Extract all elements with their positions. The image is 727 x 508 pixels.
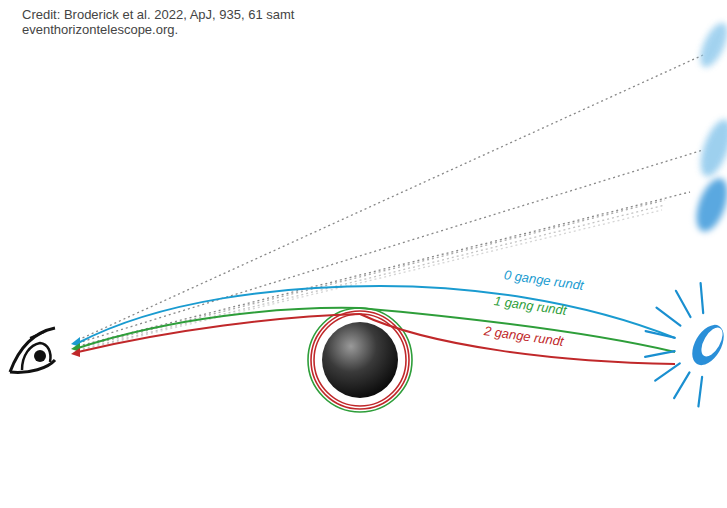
- black-hole: [322, 322, 398, 398]
- light-paths: [78, 286, 675, 364]
- light-source: [686, 319, 727, 370]
- ray: [698, 377, 702, 407]
- path-label: 1 gang rundt: [493, 294, 567, 319]
- photon-rings: [308, 308, 412, 412]
- ray: [676, 291, 691, 317]
- ray: [655, 363, 680, 380]
- eye: [10, 328, 55, 372]
- arrowheads: [71, 337, 80, 357]
- credit-note: Credit: Broderick et al. 2022, ApJ, 935,…: [22, 8, 322, 38]
- path-label: 0 gange rundt: [503, 268, 585, 294]
- sight-lines: [78, 55, 703, 351]
- ray: [646, 331, 675, 338]
- ray: [701, 283, 704, 313]
- ray: [657, 308, 681, 326]
- ray: [645, 351, 675, 357]
- path-label: 2 gange rundt: [483, 324, 565, 350]
- ray: [674, 372, 689, 398]
- lensed-images: [690, 19, 727, 236]
